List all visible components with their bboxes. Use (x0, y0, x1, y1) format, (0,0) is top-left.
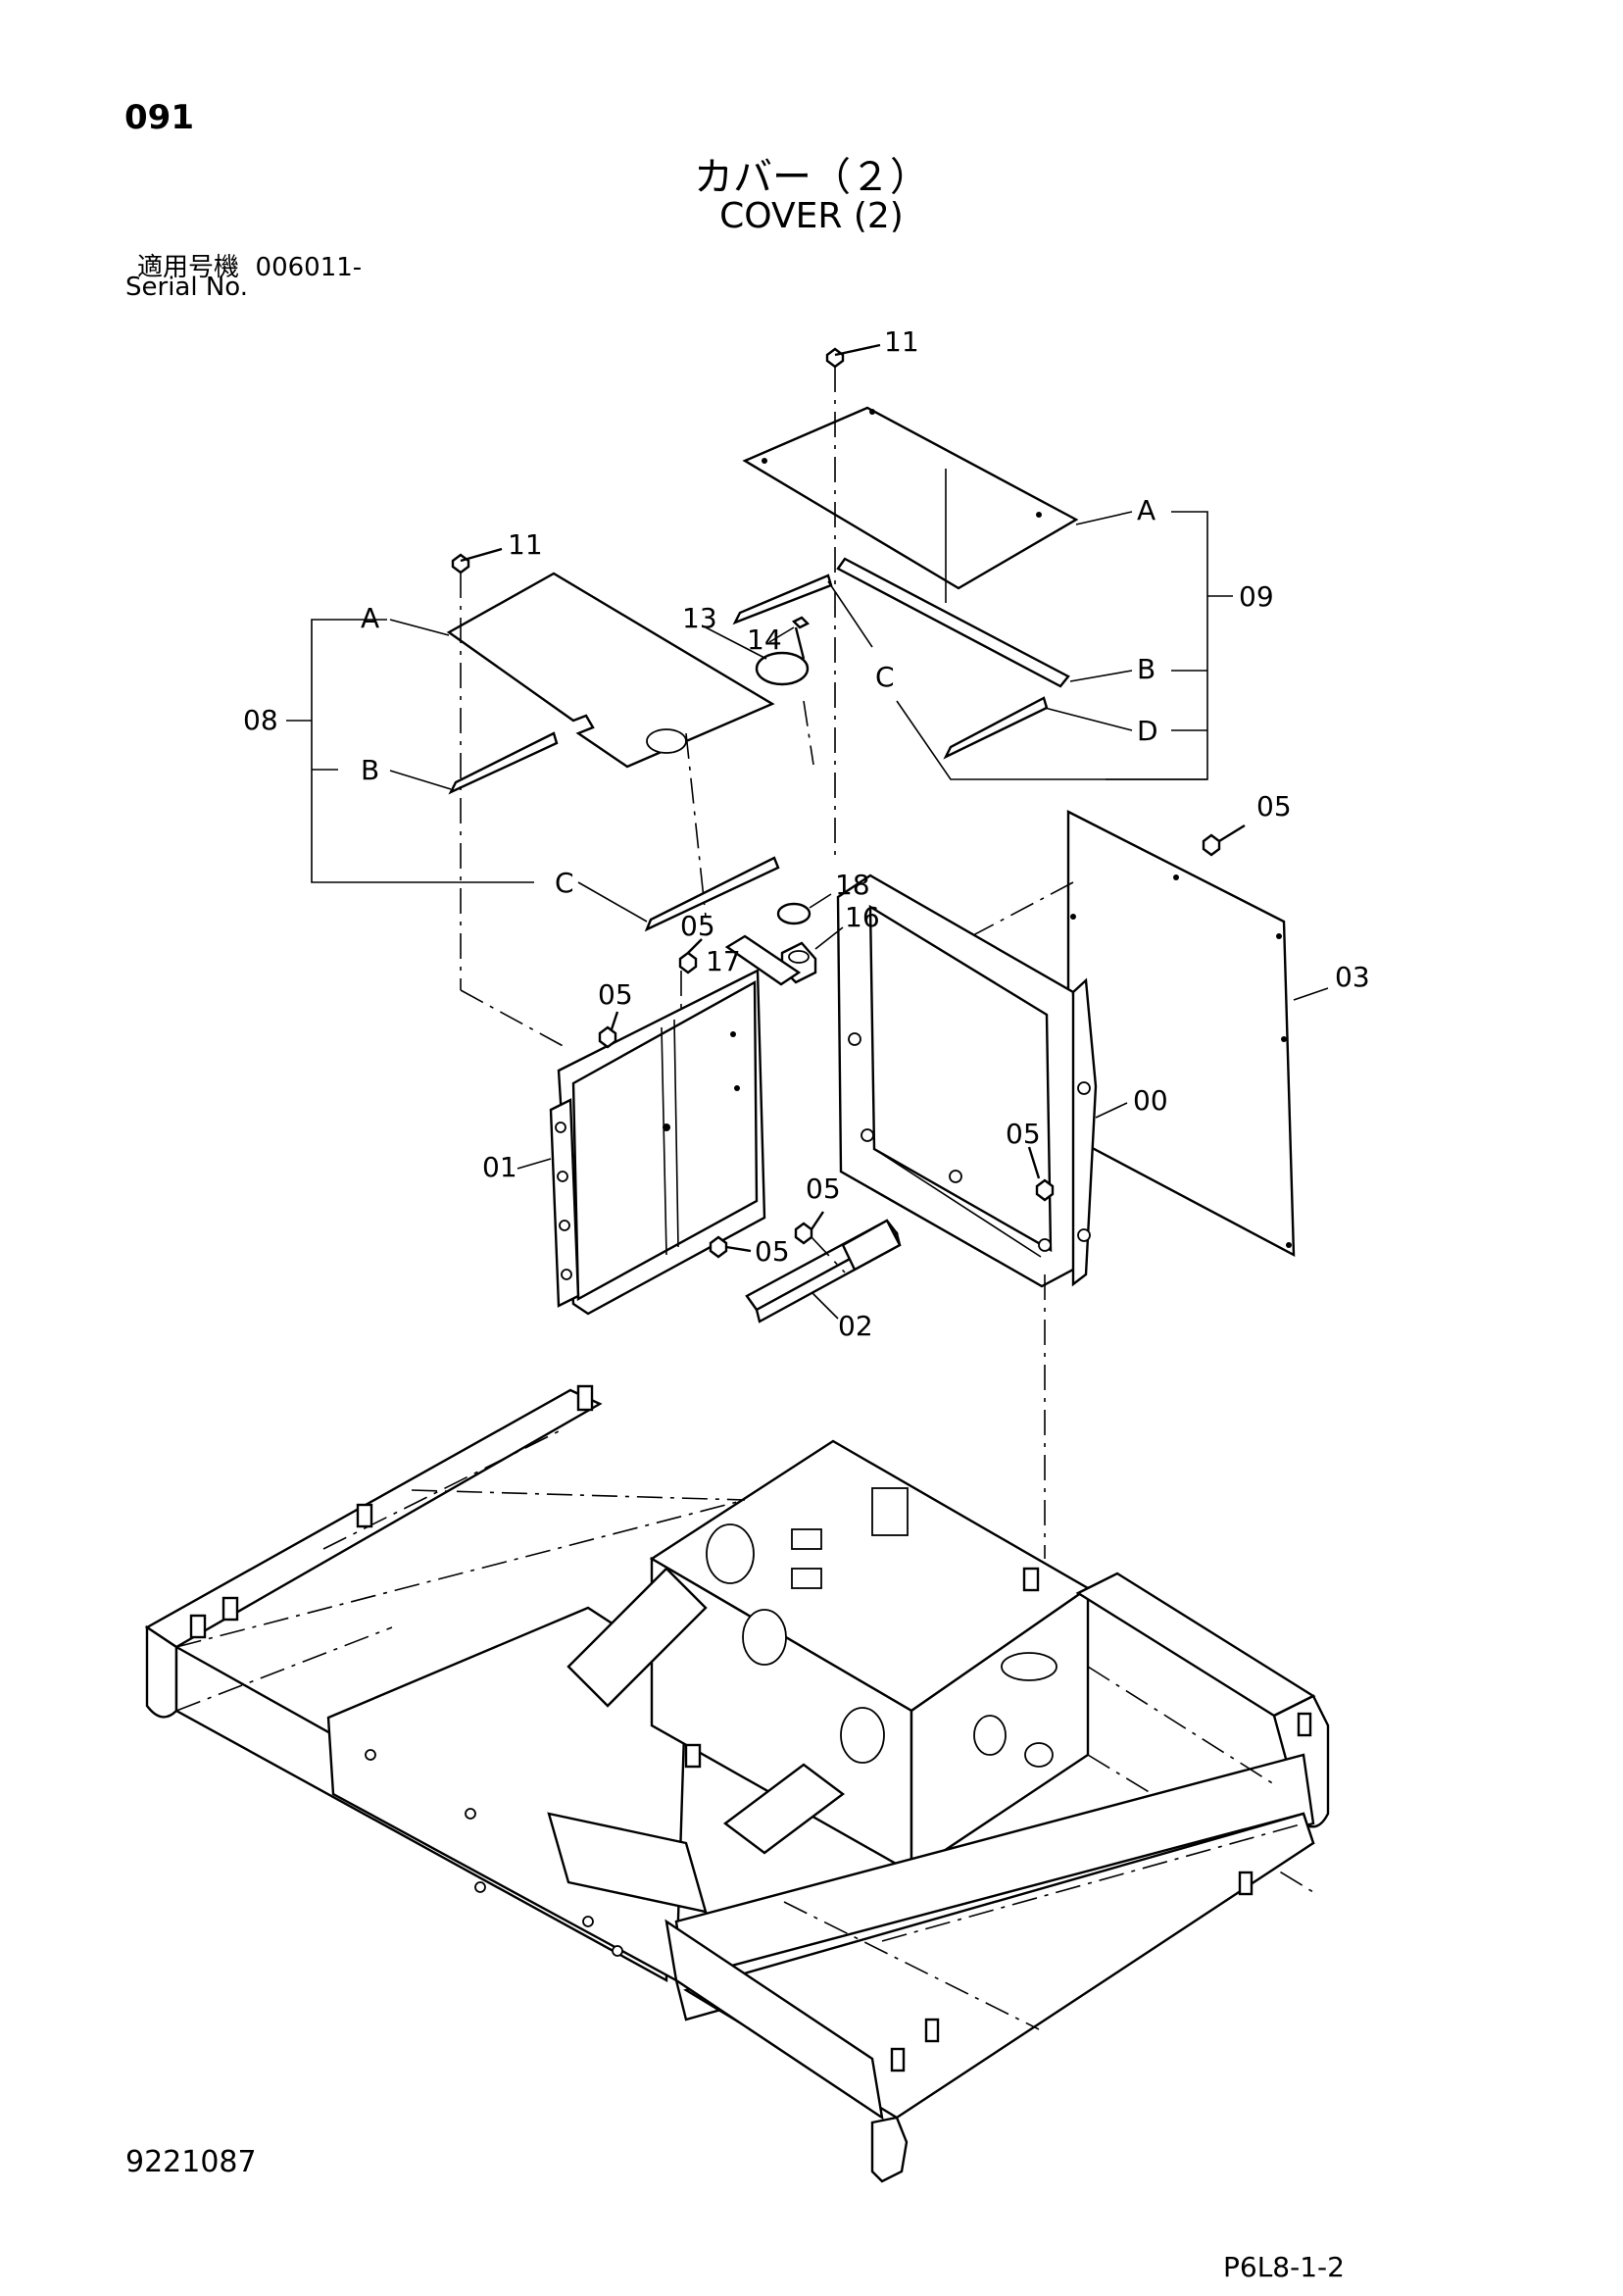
part-09c-strip (732, 574, 833, 625)
callout-05-support-bottom: 05 (755, 1235, 790, 1268)
callout-11-upper: 11 (884, 325, 919, 358)
callout-08-a: A (361, 602, 379, 634)
part-09b-strip (836, 557, 1070, 688)
bolt-11-upper (825, 343, 881, 863)
callout-18: 18 (835, 869, 870, 901)
drawing-number: 9221087 (125, 2145, 257, 2179)
callout-17: 17 (706, 945, 741, 977)
callout-05-frame: 05 (1006, 1118, 1041, 1150)
part-08b-strip (448, 731, 559, 795)
callout-09-leaders (827, 511, 1233, 780)
main-frame-chassis (144, 1384, 1330, 2183)
page-title-jp: カバー（２） (694, 155, 929, 200)
bolt-05-support-top (598, 1011, 619, 1049)
callout-09-c: C (875, 661, 895, 693)
callout-05-bracket: 05 (680, 910, 715, 942)
bolt-05-bracket (678, 938, 703, 1049)
part-08-cover-assembly (446, 572, 814, 932)
callout-08: 08 (243, 704, 278, 736)
serial-label-en: Serial No. (125, 273, 248, 302)
part-09d-strip (943, 696, 1049, 760)
callout-05-support-top: 05 (598, 978, 633, 1011)
callout-05-bracket-02: 05 (806, 1173, 841, 1205)
part-09a-plate (742, 406, 1079, 590)
page-code: P6L8-1-2 (1223, 2251, 1345, 2283)
callout-09-b: B (1137, 653, 1156, 685)
part-17-bracket (724, 934, 802, 986)
callout-08-c: C (555, 867, 574, 899)
callout-01: 01 (482, 1151, 517, 1183)
bolt-05-support-bottom (709, 1235, 752, 1259)
part-01-support (460, 969, 766, 1316)
callout-02: 02 (838, 1310, 873, 1342)
serial-label-jp-text: 適用号機 (137, 253, 240, 282)
part-13-14-grommet (705, 616, 811, 686)
bolt-11-left (451, 547, 503, 990)
callout-13: 13 (682, 602, 717, 634)
part-08a-hole (646, 728, 687, 754)
part-16-18-bracket-cap (724, 893, 844, 986)
callout-14: 14 (747, 624, 782, 656)
part-09-cover-assembly (732, 406, 1079, 760)
callout-11-left: 11 (508, 528, 543, 561)
part-00-frame (836, 873, 1128, 1288)
part-02-angle-bracket (745, 1219, 902, 1323)
callout-16: 16 (845, 901, 880, 933)
callout-00: 00 (1133, 1084, 1168, 1117)
bolt-05-frame (1027, 1146, 1055, 1559)
serial-value: 006011- (255, 253, 363, 282)
page-number: 091 (124, 98, 194, 137)
callout-03: 03 (1335, 961, 1370, 993)
callout-08-leaders (286, 619, 648, 923)
part-08a-plate (446, 572, 775, 769)
callout-09-a: A (1137, 494, 1156, 526)
callout-08-b: B (361, 754, 379, 786)
callout-09-d: D (1137, 715, 1158, 747)
callout-05-panel: 05 (1256, 790, 1292, 823)
callout-09: 09 (1239, 580, 1274, 613)
bolt-05-bracket-02 (794, 1211, 846, 1273)
page-title-en: COVER (2) (719, 196, 904, 236)
serial-label-jp: 適用号機 006011- (137, 247, 362, 283)
bolt-05-panel (1202, 824, 1246, 857)
part-08c-strip (644, 856, 780, 932)
